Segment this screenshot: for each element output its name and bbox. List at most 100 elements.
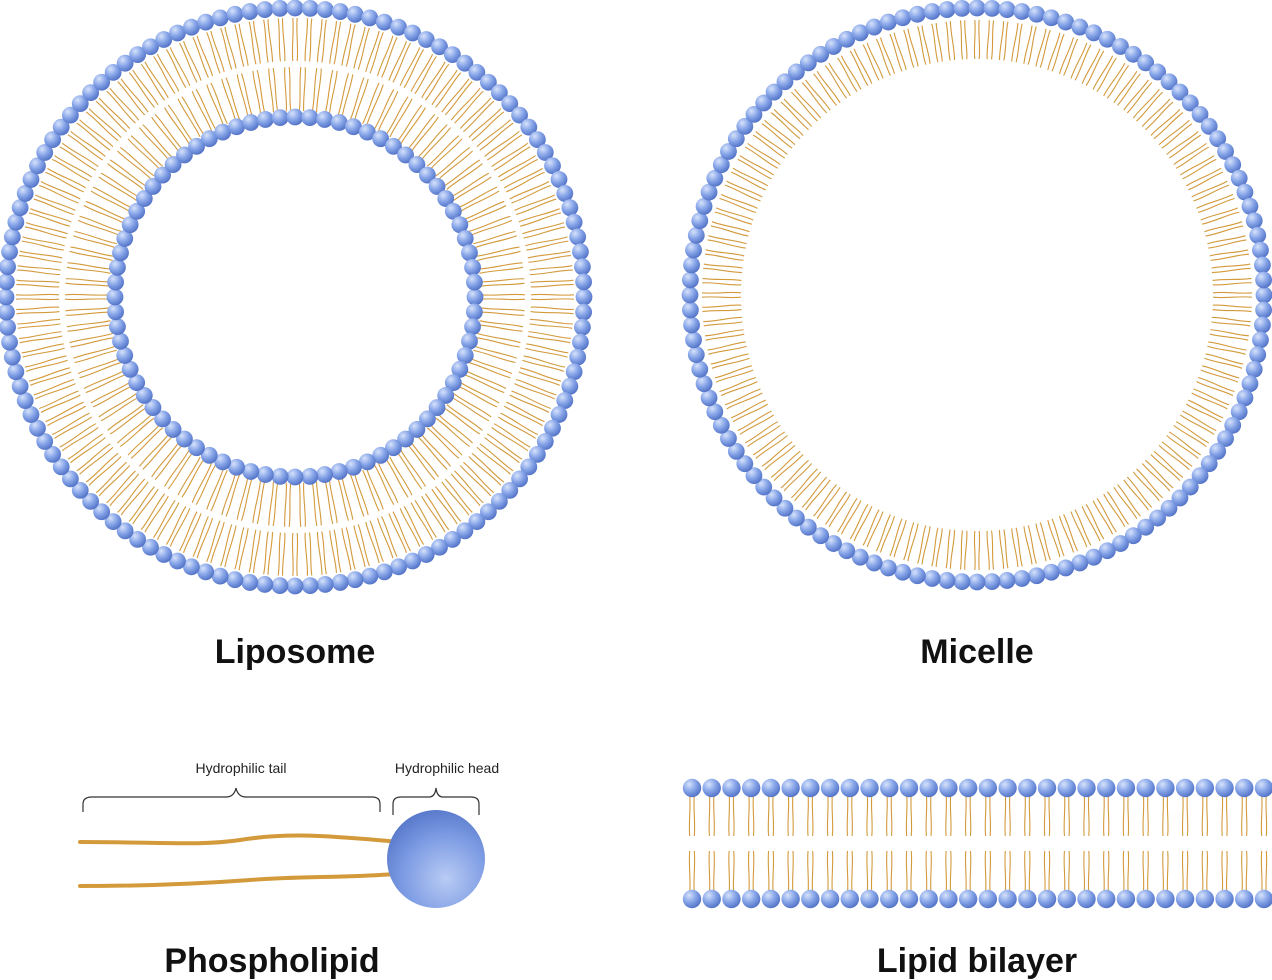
liposome-outer-tail	[263, 531, 269, 575]
micelle-head	[1085, 24, 1103, 42]
liposome-inner-head	[242, 114, 260, 131]
micelle-head	[1124, 527, 1142, 545]
liposome-inner-tail	[65, 282, 110, 287]
micelle-tail	[1103, 493, 1126, 528]
micelle-tail	[917, 525, 927, 564]
liposome-inner-head	[200, 130, 218, 148]
liposome-inner-tail	[457, 186, 498, 209]
micelle-tail	[1175, 146, 1210, 169]
liposome-inner-tail	[151, 116, 180, 153]
liposome-inner-tail	[236, 476, 249, 520]
liposome-outer-tail	[17, 318, 61, 325]
micelle-tail	[907, 28, 919, 67]
liposome-inner-tail	[181, 458, 205, 498]
liposome-outer-tail	[309, 18, 313, 62]
liposome-inner-head	[397, 146, 414, 164]
liposome-inner-tail	[311, 482, 318, 527]
micelle-tail	[1191, 180, 1228, 198]
liposome-outer-tail	[291, 532, 294, 577]
bilayer-upper-head	[958, 778, 978, 798]
micelle-tail	[921, 526, 931, 565]
bilayer-lower-tail	[1265, 850, 1268, 894]
liposome-outer-tail	[431, 488, 458, 525]
micelle-tail	[959, 530, 963, 570]
liposome-outer-tail	[248, 21, 257, 65]
micelle-tail	[986, 20, 990, 60]
micelle-tail	[1103, 62, 1126, 97]
micelle-head	[1098, 542, 1116, 560]
liposome-inner-head	[242, 463, 260, 480]
liposome-outer-tail	[471, 111, 505, 142]
liposome-outer-tail	[341, 23, 352, 66]
bilayer-lower-tail	[1127, 850, 1130, 894]
bilayer-upper-head	[1195, 778, 1215, 798]
micelle-tail	[770, 450, 801, 478]
liposome-inner-tail	[109, 159, 147, 187]
micelle-head	[776, 73, 794, 91]
micelle-head	[968, 573, 986, 591]
liposome-inner-tail	[480, 298, 526, 301]
micelle-tail	[824, 65, 848, 99]
liposome-inner-head	[451, 360, 469, 378]
liposome-outer-head	[211, 567, 229, 585]
micelle-tail	[752, 431, 786, 456]
liposome-outer-head	[561, 377, 579, 395]
liposome-outer-tail	[514, 194, 555, 211]
liposome-inner-tail	[284, 67, 287, 112]
liposome-inner-head	[461, 244, 478, 262]
micelle-tail	[711, 221, 750, 233]
liposome-outer-tail	[54, 155, 93, 178]
micelle-tail	[1211, 267, 1251, 274]
liposome-inner-head	[465, 273, 483, 291]
micelle-head	[736, 455, 754, 473]
micelle-tail	[1212, 282, 1252, 286]
liposome-inner-tail	[429, 424, 463, 456]
bilayer-lower-tail	[945, 850, 947, 894]
bilayer-upper-tail	[870, 793, 873, 837]
liposome-outer-tail	[35, 383, 76, 400]
bilayer-lower-head	[860, 889, 879, 909]
liposome-outer-tail	[530, 311, 574, 315]
bilayer-lower-tail	[1107, 850, 1110, 894]
liposome-outer-head	[511, 470, 528, 488]
micelle-head	[865, 18, 883, 36]
liposome-outer-tail	[357, 524, 370, 567]
liposome-inner-tail	[417, 124, 448, 158]
micelle-head	[1098, 30, 1116, 48]
micelle-tail	[1063, 514, 1079, 552]
liposome-inner-tail	[67, 324, 112, 332]
liposome-outer-head	[29, 419, 46, 437]
liposome-inner-head	[112, 244, 129, 262]
bilayer-lower-tail	[807, 850, 809, 894]
liposome-inner-tail	[480, 311, 525, 316]
micelle-head	[1217, 143, 1234, 160]
micelle-head	[812, 45, 830, 63]
micelle-tail	[705, 329, 744, 337]
micelle-head	[998, 572, 1016, 589]
liposome-outer-head	[528, 131, 546, 149]
micelle-tail	[824, 491, 848, 525]
liposome-outer-head	[550, 171, 568, 188]
bilayer-upper-head	[702, 778, 721, 798]
liposome-outer-tail	[88, 108, 122, 138]
liposome-outer-tail	[529, 269, 573, 276]
liposome-inner-head	[256, 111, 274, 128]
liposome-outer-tail	[444, 81, 473, 116]
liposome-outer-tail	[85, 452, 119, 483]
liposome-inner-head	[135, 387, 153, 404]
micelle-tail	[1117, 484, 1141, 517]
liposome-label: Liposome	[215, 633, 376, 671]
liposome-inner-head	[428, 399, 446, 416]
micelle-tail	[1081, 48, 1101, 84]
micelle-head	[851, 24, 869, 42]
liposome-inner-tail	[85, 374, 127, 394]
bilayer-lower-tail	[989, 850, 992, 894]
micelle-head	[799, 518, 817, 536]
bilayer-upper-tail	[1068, 793, 1070, 837]
micelle-tail	[879, 37, 896, 75]
liposome-inner-tail	[476, 246, 520, 257]
liposome-inner-tail	[164, 449, 190, 487]
micelle-tail	[703, 321, 743, 327]
bilayer-lower-tail	[831, 850, 834, 894]
liposome-outer-tail	[19, 335, 63, 344]
